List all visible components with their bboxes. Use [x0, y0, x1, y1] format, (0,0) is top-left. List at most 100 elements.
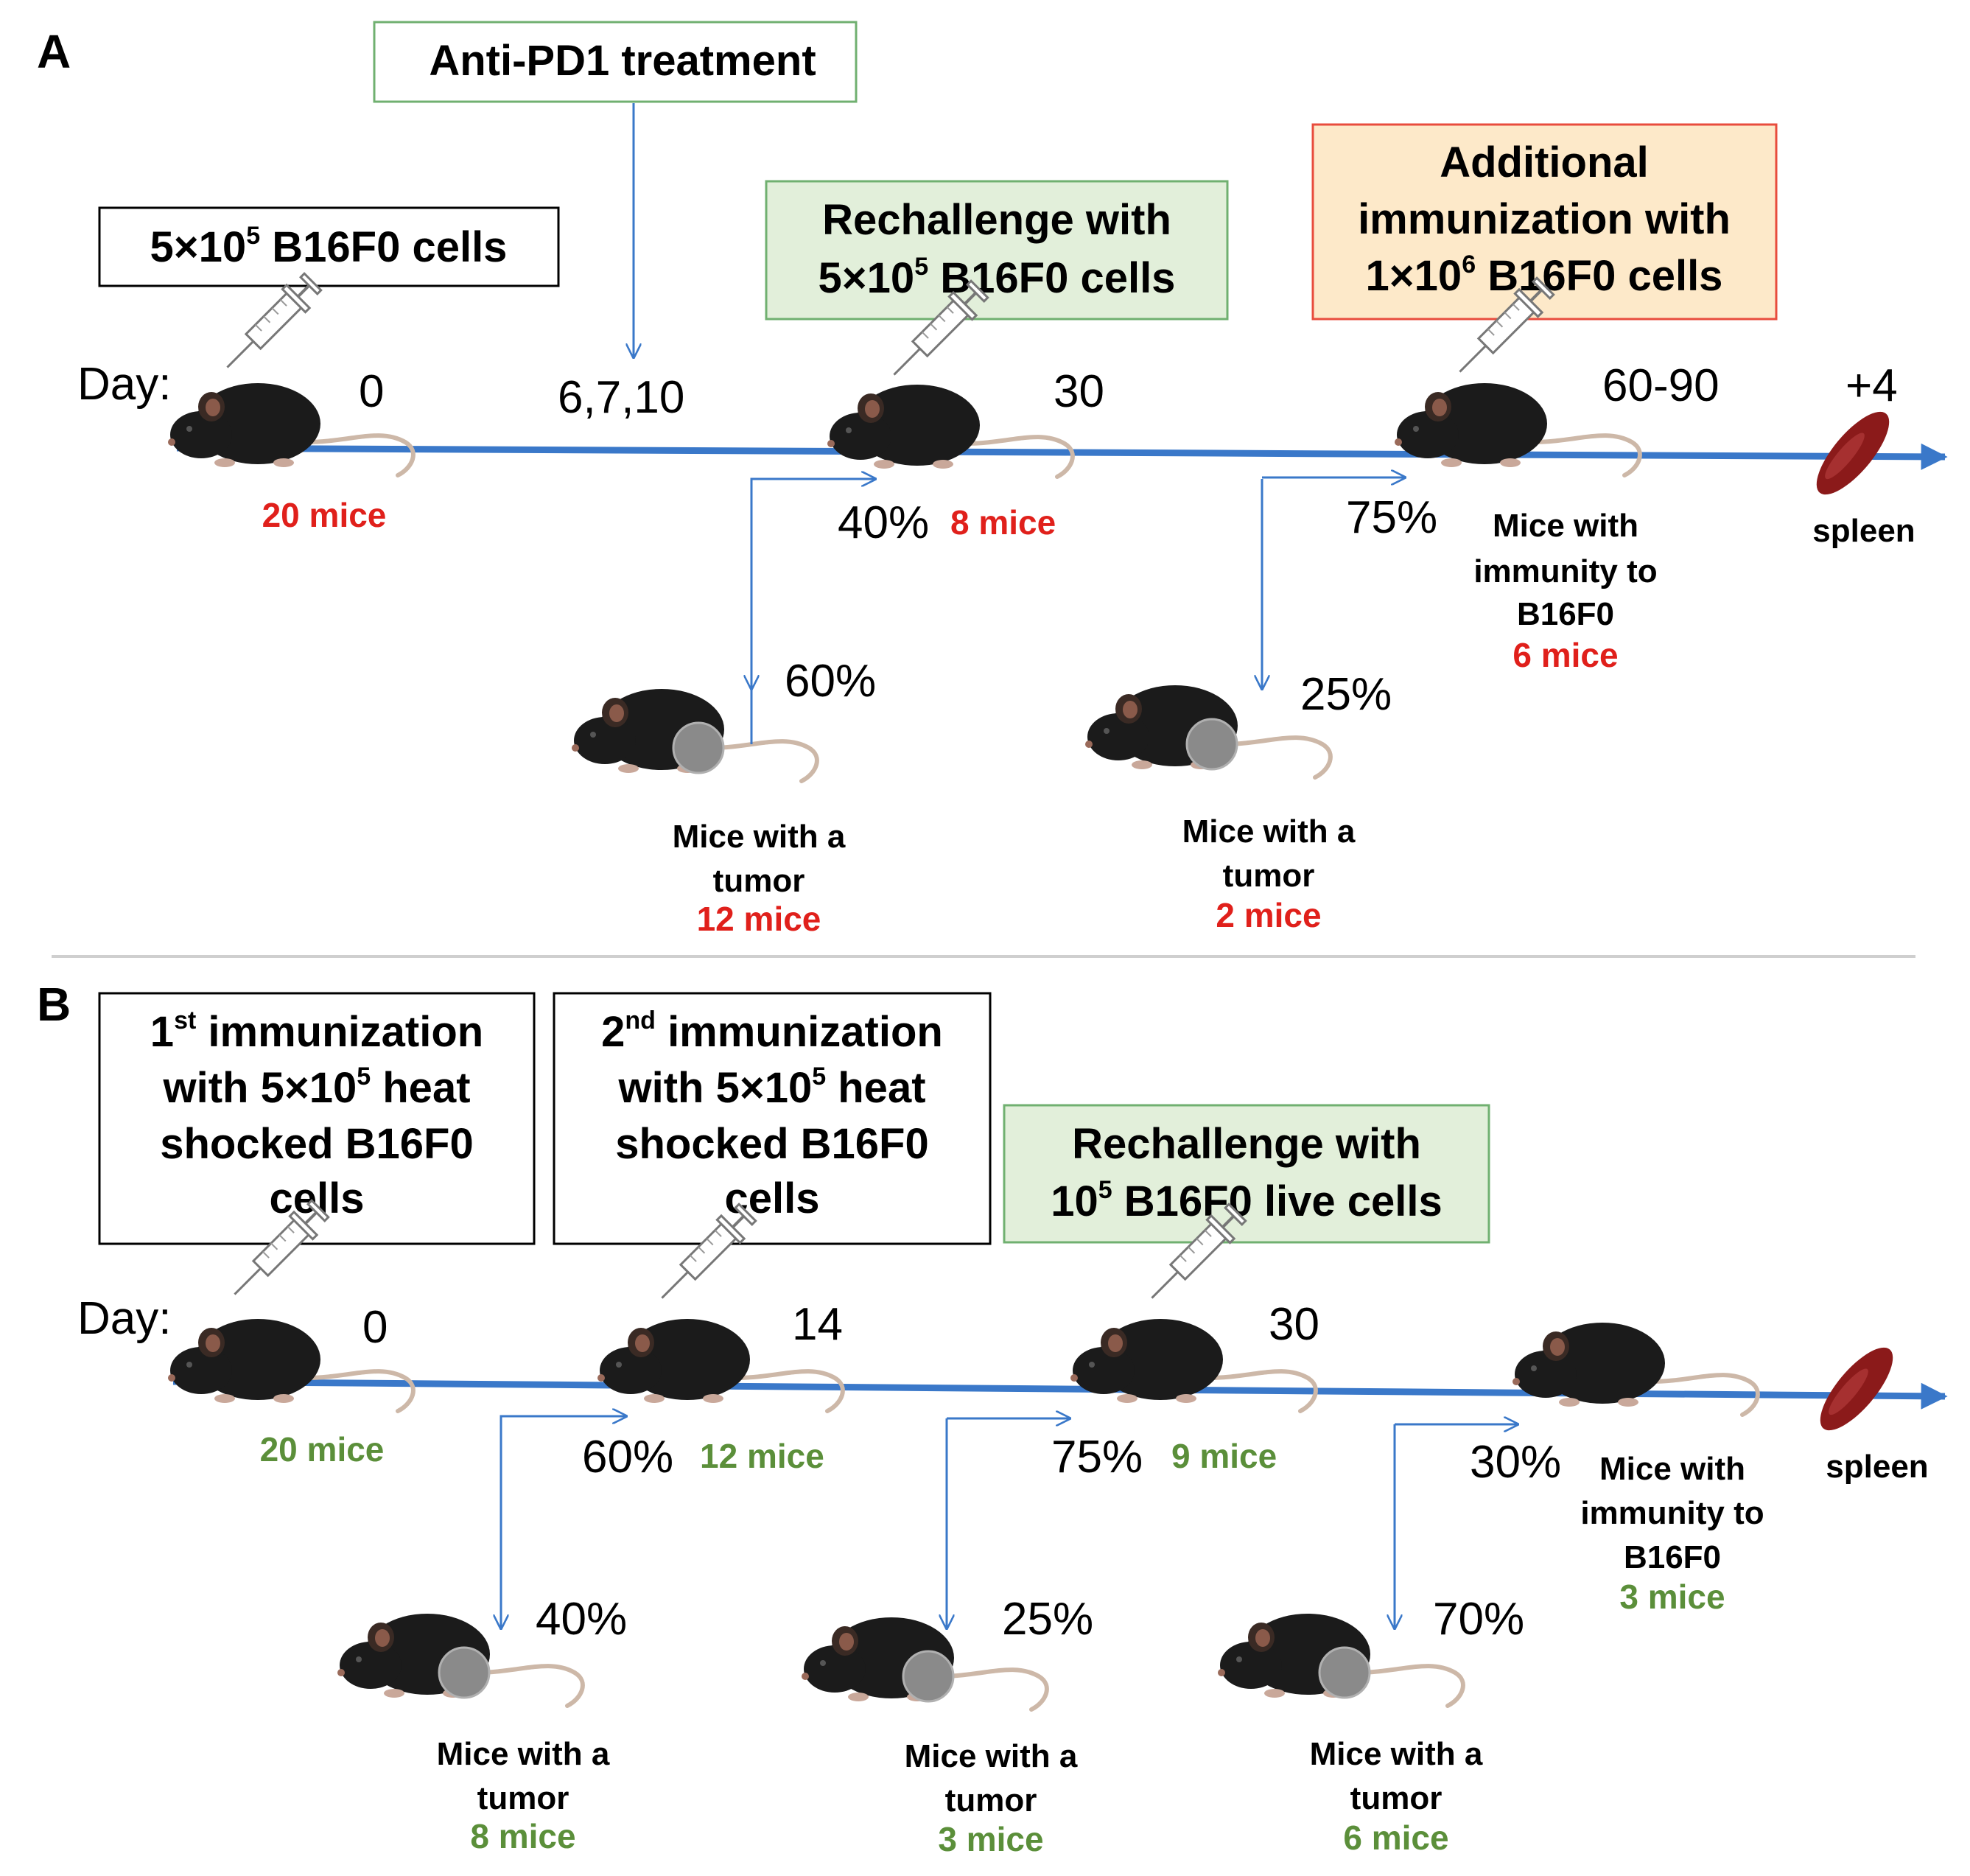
panel-b-day-30: 30 — [1269, 1299, 1319, 1350]
panel-b-count-survive-1: 12 mice — [700, 1437, 824, 1475]
panel-b-pct-tumor-1: 40% — [536, 1594, 627, 1645]
mouse-with-tumor-icon — [1085, 685, 1333, 780]
panel-b-first-line1: 1st immunization — [150, 1007, 483, 1056]
panel-b-pct-tumor-3: 70% — [1433, 1594, 1524, 1645]
panel-a-spleen-label: spleen — [1812, 513, 1915, 549]
panel-a-additional-line1: Additional — [1440, 139, 1649, 186]
panel-a-rechallenge-box: Rechallenge with 5×105 B16F0 cells — [765, 180, 1229, 321]
panel-b-rechallenge-line1: Rechallenge with — [1072, 1120, 1421, 1168]
panel-b-second-immunization-box: 2nd immunization with 5×105 heat shocked… — [553, 992, 992, 1245]
panel-a-timeline — [176, 443, 1948, 470]
panel-a-antipd1-box: Anti-PD1 treatment — [373, 21, 858, 103]
panel-b-first-line3: shocked B16F0 — [160, 1120, 474, 1168]
panel-b-second-line3: shocked B16F0 — [615, 1120, 929, 1168]
panel-b-pct-survive-2: 75% — [1051, 1432, 1143, 1483]
panel-a-immune-caption-1: Mice with — [1493, 508, 1638, 544]
panel-b-tumor-2-caption-2: tumor — [945, 1782, 1037, 1819]
panel-a-immune-caption-2: immunity to — [1473, 553, 1657, 589]
panel-b-second-line1: 2nd immunization — [601, 1007, 943, 1056]
panel-b-letter: B — [37, 978, 71, 1031]
spleen-icon — [1820, 1347, 1893, 1431]
mouse-with-tumor-icon — [337, 1614, 585, 1708]
panel-b-count-survive-2: 9 mice — [1171, 1437, 1277, 1475]
panel-a-tumor-2-caption-2: tumor — [1223, 858, 1315, 894]
panel-b-tumor-1-caption-1: Mice with a — [437, 1736, 610, 1772]
panel-b-first-immunization-box: 1st immunization with 5×105 heat shocked… — [98, 992, 536, 1245]
panel-b-immune-caption-3: B16F0 — [1624, 1539, 1721, 1575]
panel-a-day-30: 30 — [1054, 366, 1104, 417]
syringe-icon — [226, 272, 323, 368]
panel-b-first-line4: cells — [270, 1175, 365, 1222]
panel-b-pct-tumor-2: 25% — [1002, 1594, 1093, 1645]
panel-a-tumor-1-caption-1: Mice with a — [673, 819, 846, 855]
panel-b-immune-caption-2: immunity to — [1580, 1495, 1764, 1531]
panel-b-rechallenge-box: Rechallenge with 105 B16F0 live cells — [1003, 1104, 1490, 1244]
panel-a-additional-line2: immunization with — [1358, 195, 1731, 243]
panel-a-day-0: 0 — [359, 366, 384, 417]
mouse-icon — [827, 385, 1075, 479]
syringe-icon — [893, 279, 989, 376]
panel-a-pct-survive-2: 75% — [1346, 492, 1437, 543]
panel-a-pct-survive-1: 40% — [838, 497, 929, 548]
panel-b-immune-caption-1: Mice with — [1599, 1451, 1745, 1487]
panel-a-injection-box: 5×105 B16F0 cells — [98, 206, 560, 287]
panel-a: A 5×105 B16F0 cells Anti-PD1 treatment R… — [37, 21, 1948, 938]
panel-a-letter: A — [37, 25, 71, 78]
panel-a-tumor-1-count: 12 mice — [697, 900, 821, 938]
panel-a-rechallenge-line2: 5×105 B16F0 cells — [819, 253, 1176, 302]
panel-a-antipd1-label: Anti-PD1 treatment — [429, 37, 816, 85]
panel-b-rechallenge-line2: 105 B16F0 live cells — [1051, 1176, 1443, 1225]
panel-a-count-start: 20 mice — [262, 496, 387, 534]
panel-b-tumor-3-count: 6 mice — [1343, 1819, 1448, 1857]
mouse-with-tumor-icon — [572, 689, 819, 783]
panel-b-spleen-label: spleen — [1826, 1449, 1928, 1485]
panel-b-tumor-1-caption-2: tumor — [477, 1780, 569, 1816]
panel-a-immune-count: 6 mice — [1512, 636, 1618, 674]
panel-b-pct-survive-3: 30% — [1470, 1437, 1561, 1488]
mouse-with-tumor-icon — [1218, 1614, 1465, 1708]
panel-a-day-60-90: 60-90 — [1602, 360, 1720, 411]
mouse-icon — [1070, 1319, 1318, 1413]
panel-a-immune-caption-3: B16F0 — [1517, 596, 1614, 632]
mouse-icon — [597, 1319, 845, 1413]
panel-b-tumor-3-caption-2: tumor — [1350, 1780, 1443, 1816]
panel-b-first-line2: with 5×105 heat — [162, 1063, 470, 1112]
panel-a-day-label: Day: — [77, 359, 171, 410]
panel-b-pct-survive-1: 60% — [582, 1432, 673, 1483]
panel-b-tumor-1-count: 8 mice — [470, 1817, 575, 1855]
panel-a-day-plus4: +4 — [1845, 360, 1898, 411]
panel-a-additional-line3: 1×106 B16F0 cells — [1366, 251, 1723, 300]
panel-b: B 1st immunization with 5×105 heat shock… — [37, 978, 1948, 1858]
mouse-icon — [1512, 1323, 1760, 1417]
syringe-icon — [661, 1203, 757, 1299]
spleen-icon — [1816, 411, 1890, 495]
panel-a-tumor-2-count: 2 mice — [1216, 896, 1321, 934]
panel-b-tumor-2-caption-1: Mice with a — [905, 1738, 1078, 1774]
mouse-icon — [168, 1319, 416, 1413]
panel-a-additional-box: Additional immunization with 1×106 B16F0… — [1311, 123, 1778, 321]
panel-b-day-label: Day: — [77, 1293, 171, 1344]
panel-a-injection-label: 5×105 B16F0 cells — [150, 222, 508, 271]
panel-b-tumor-2-count: 3 mice — [938, 1820, 1043, 1858]
panel-a-pct-tumor-2: 25% — [1300, 669, 1392, 720]
syringe-icon — [1459, 276, 1555, 373]
panel-b-tumor-3-caption-1: Mice with a — [1310, 1736, 1483, 1772]
mouse-icon — [168, 383, 416, 477]
panel-b-immune-count: 3 mice — [1619, 1578, 1725, 1616]
panel-b-timeline — [172, 1378, 1948, 1410]
panel-a-tumor-2-caption-1: Mice with a — [1182, 813, 1356, 850]
panel-a-rechallenge-line1: Rechallenge with — [822, 196, 1171, 244]
mouse-with-tumor-icon — [802, 1617, 1049, 1712]
panel-a-day-6-7-10: 6,7,10 — [558, 372, 684, 423]
panel-b-second-line4: cells — [725, 1175, 820, 1222]
panel-b-second-line2: with 5×105 heat — [617, 1063, 925, 1112]
panel-b-day-14: 14 — [792, 1299, 843, 1350]
syringe-icon — [234, 1199, 330, 1295]
panel-a-count-survive-1: 8 mice — [950, 503, 1056, 542]
panel-a-pct-tumor-1: 60% — [785, 656, 876, 707]
panel-b-count-start: 20 mice — [260, 1430, 385, 1469]
syringe-icon — [1151, 1203, 1247, 1299]
mouse-icon — [1395, 383, 1642, 477]
